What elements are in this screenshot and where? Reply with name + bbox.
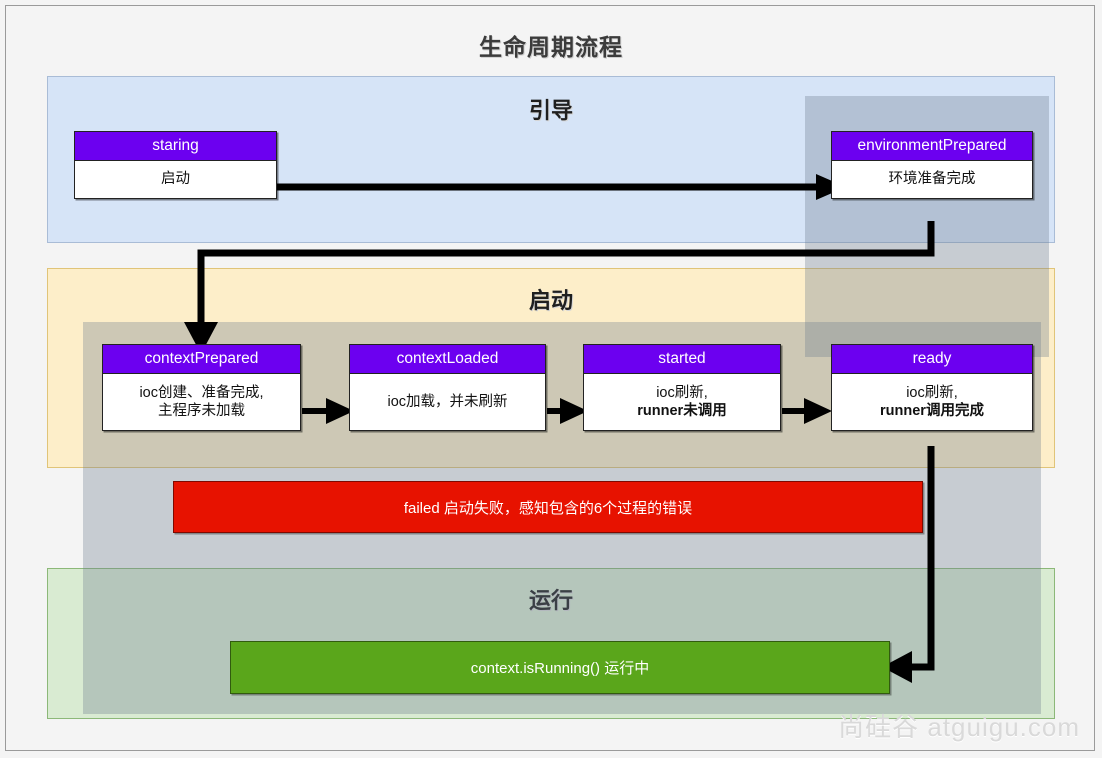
arrowhead-environmentprepared-to-contextprepared [184, 322, 218, 354]
arrowhead-contextprepared-to-contextloaded [326, 398, 354, 424]
connector-layer [184, 174, 935, 683]
node-contextprepared-desc-line1: ioc创建、准备完成, [139, 384, 264, 401]
node-ready[interactable]: ready ioc刷新, runner调用完成 [831, 344, 1033, 432]
edge-environmentprepared-to-contextprepared [197, 221, 935, 324]
node-contextprepared-desc-line2: 主程序未加载 [157, 403, 245, 420]
node-environmentprepared-name: environmentPrepared [832, 132, 1032, 162]
node-staring-desc: 启动 [75, 161, 276, 199]
node-contextloaded-desc: ioc加载，并未刷新 [350, 374, 545, 431]
arrowhead-contextloaded-to-started [560, 398, 588, 424]
node-ready-desc-line1: ioc刷新, [906, 384, 958, 401]
watermark: 尚硅谷 atguigu.com [838, 712, 1080, 742]
node-contextprepared[interactable]: contextPrepared ioc创建、准备完成, 主程序未加载 [102, 344, 301, 432]
lane-boot-title: 引导 [528, 98, 573, 123]
node-environmentprepared-desc: 环境准备完成 [832, 161, 1032, 199]
page-title: 生命周期流程 [479, 34, 623, 60]
node-started-desc: ioc刷新, runner未调用 [584, 374, 780, 431]
node-contextprepared-desc: ioc创建、准备完成, 主程序未加载 [103, 374, 300, 431]
node-staring[interactable]: staring 启动 [74, 131, 277, 200]
banner-failed[interactable]: failed 启动失败，感知包含的6个过程的错误 [173, 481, 923, 533]
node-started-desc-line2: runner未调用 [637, 403, 727, 420]
lane-startup-title: 启动 [528, 288, 573, 313]
node-started[interactable]: started ioc刷新, runner未调用 [583, 344, 781, 432]
arrowhead-ready-to-running [882, 651, 912, 683]
node-started-desc-line1: ioc刷新, [656, 384, 708, 401]
arrowhead-started-to-ready [804, 398, 832, 424]
node-ready-desc-line2: runner调用完成 [880, 403, 984, 420]
edge-ready-to-running [908, 446, 935, 671]
banner-context-is-running[interactable]: context.isRunning() 运行中 [230, 641, 890, 694]
node-contextloaded-name: contextLoaded [350, 345, 545, 375]
node-started-name: started [584, 345, 780, 375]
node-environmentprepared[interactable]: environmentPrepared 环境准备完成 [831, 131, 1033, 200]
diagram-frame: 生命周期流程 引导 启动 运行 [5, 5, 1095, 751]
node-staring-name: staring [75, 132, 276, 162]
node-ready-desc: ioc刷新, runner调用完成 [832, 374, 1032, 431]
lane-running-title: 运行 [528, 588, 573, 613]
node-ready-name: ready [832, 345, 1032, 375]
node-contextprepared-name: contextPrepared [103, 345, 300, 375]
node-contextloaded[interactable]: contextLoaded ioc加载，并未刷新 [349, 344, 546, 432]
